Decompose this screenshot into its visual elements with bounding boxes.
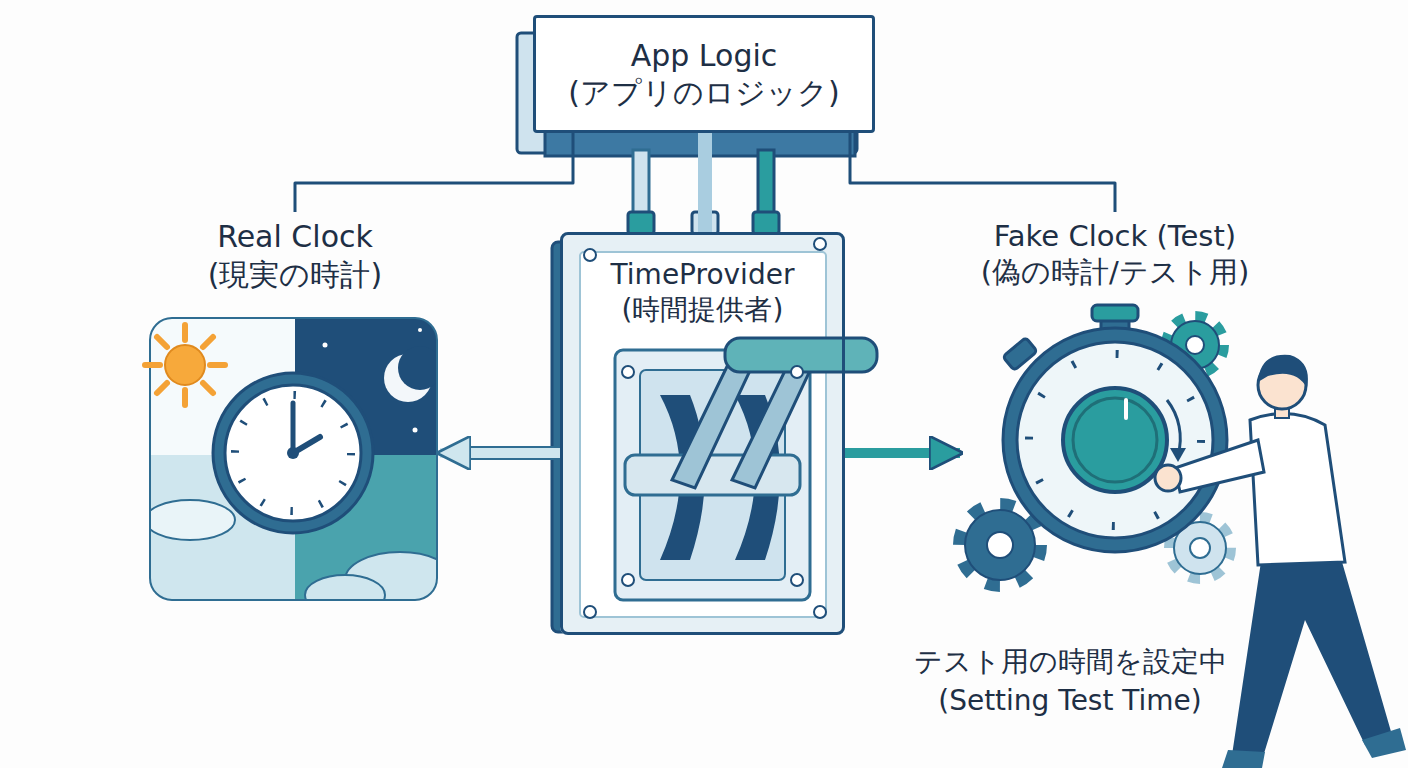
clock-panel: Real Clock(現実の時計)	[150, 212, 440, 602]
node-title: Real Clock	[217, 218, 373, 256]
arrow-outline	[460, 446, 560, 460]
connector-line	[295, 133, 573, 212]
flow-arrow	[440, 448, 560, 458]
stopwatch-panel: Fake Clock (Test)(偽の時計/テスト用)	[960, 212, 1270, 612]
node-subtitle: (偽の時計/テスト用)	[981, 254, 1249, 290]
real-clock-illustration	[145, 318, 455, 615]
connector-line	[698, 133, 712, 232]
node-title: App Logic	[631, 37, 778, 75]
node-title: TimeProvider	[611, 257, 795, 292]
node-subtitle: (現実の時計)	[208, 256, 382, 294]
node-subtitle: (時間提供者)	[622, 292, 784, 327]
connector-line	[850, 133, 1115, 212]
node-subtitle: (アプリのロジック)	[568, 74, 839, 112]
process-box: App Logic(アプリのロジック)	[533, 15, 875, 133]
fake-clock-illustration	[960, 305, 1230, 585]
switch-box: TimeProvider(時間提供者)	[560, 232, 845, 635]
flow-arrow	[845, 448, 960, 458]
caption-note: (Setting Test Time)	[880, 684, 1260, 718]
node-title: Fake Clock (Test)	[994, 218, 1236, 254]
switch-lever	[615, 338, 877, 600]
caption-note: テスト用の時間を設定中	[880, 645, 1260, 679]
pipes	[628, 150, 779, 234]
switch-housing	[552, 232, 845, 635]
